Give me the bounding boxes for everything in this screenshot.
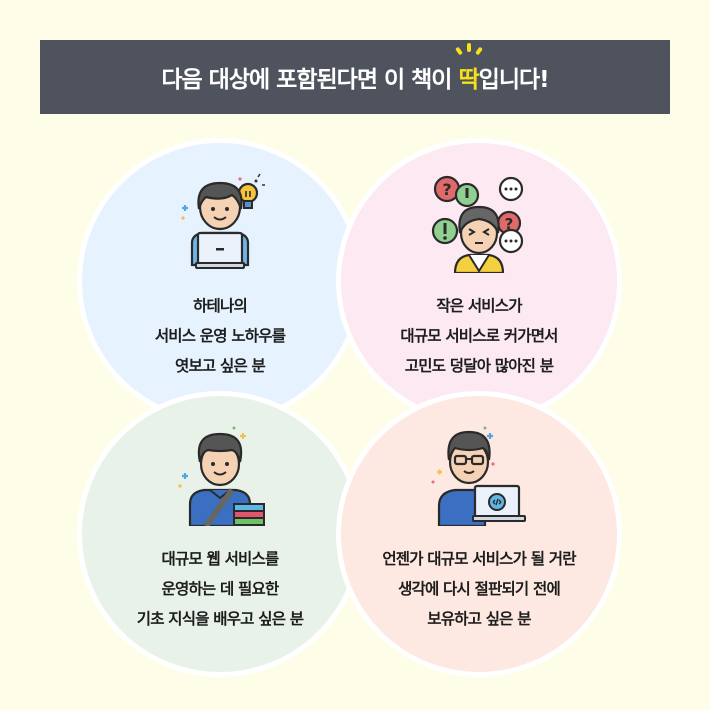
text-line: 보유하고 싶은 분 xyxy=(427,610,531,628)
text-line: 작은 서비스가 xyxy=(436,297,522,315)
header-banner: 다음 대상에 포함된다면 이 책이 딱 입니다! xyxy=(40,40,670,114)
sparkle-icon xyxy=(455,43,482,55)
audience-card-4: 언젠가 대규모 서비스가 될 거란 생각에 다시 절판되기 전에 보유하고 싶은… xyxy=(336,391,622,677)
audience-description-4: 언젠가 대규모 서비스가 될 거란 생각에 다시 절판되기 전에 보유하고 싶은… xyxy=(382,544,576,634)
developer-lightbulb-icon xyxy=(181,173,265,269)
audience-card-1: 하테나의 서비스 운영 노하우를 엿보고 싶은 분 xyxy=(77,138,363,424)
text-line: 대규모 웹 서비스를 xyxy=(161,550,280,568)
audience-card-2: ? ? 작은 서비스가 대규모 서비스로 커가면서 고민도 덩달아 많아진 분 xyxy=(336,138,622,424)
svg-text:?: ? xyxy=(442,180,451,199)
text-line: 기초 지식을 배우고 싶은 분 xyxy=(136,610,304,628)
text-line: 엿보고 싶은 분 xyxy=(175,357,266,375)
text-line: 생각에 다시 절판되기 전에 xyxy=(398,580,561,598)
text-line: 언젠가 대규모 서비스가 될 거란 xyxy=(382,550,576,568)
text-line: 운영하는 데 필요한 xyxy=(161,580,280,598)
audience-description-2: 작은 서비스가 대규모 서비스로 커가면서 고민도 덩달아 많아진 분 xyxy=(400,291,558,381)
programmer-laptop-code-icon xyxy=(431,426,526,526)
banner-title-part2: 입니다! xyxy=(478,67,550,93)
svg-text:?: ? xyxy=(505,215,514,233)
text-line: 하테나의 xyxy=(193,297,248,315)
student-with-books-icon xyxy=(178,426,265,526)
text-line: 서비스 운영 노하우를 xyxy=(154,327,286,345)
audience-description-3: 대규모 웹 서비스를 운영하는 데 필요한 기초 지식을 배우고 싶은 분 xyxy=(136,544,304,634)
text-line: 고민도 덩달아 많아진 분 xyxy=(404,357,554,375)
text-line: 대규모 서비스로 커가면서 xyxy=(400,327,558,345)
audience-description-1: 하테나의 서비스 운영 노하우를 엿보고 싶은 분 xyxy=(154,291,286,381)
banner-title-part1: 다음 대상에 포함된다면 이 책이 xyxy=(161,67,459,93)
audience-card-3: 대규모 웹 서비스를 운영하는 데 필요한 기초 지식을 배우고 싶은 분 xyxy=(77,391,363,677)
highlight-word: 딱 xyxy=(458,67,479,93)
confused-person-speech-bubbles-icon: ? ? xyxy=(431,175,524,273)
banner-title-highlight: 딱 xyxy=(455,43,482,94)
